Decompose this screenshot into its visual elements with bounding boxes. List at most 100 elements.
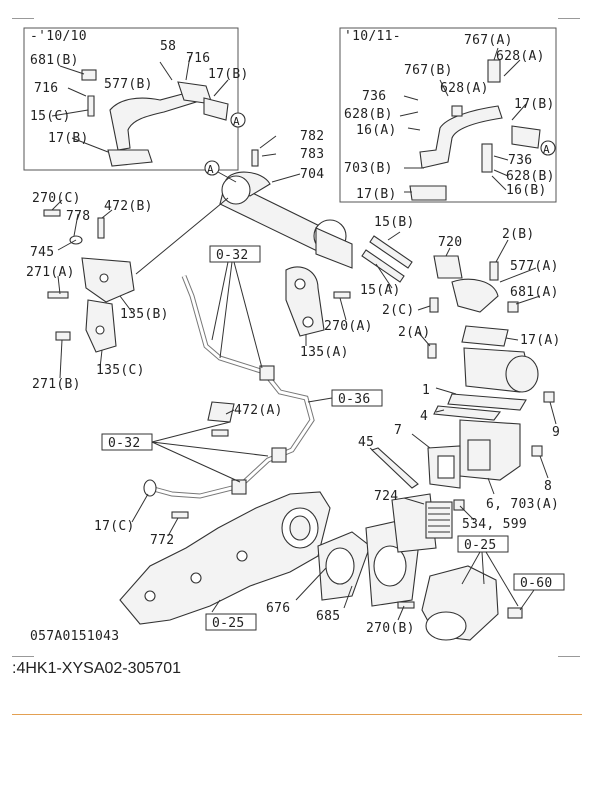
- egr-cooler: A: [204, 135, 353, 269]
- svg-text:0-25: 0-25: [464, 538, 497, 553]
- inset-left: -'10/10 A 58 681(B) 716 716 577(B) 17(B)…: [23, 27, 249, 171]
- svg-text:A: A: [543, 143, 550, 156]
- callout-270a: 270(A): [324, 319, 373, 334]
- divider-rule: [12, 714, 582, 715]
- bracket-group-left: [43, 197, 229, 379]
- callout-270b: 270(B): [366, 621, 415, 636]
- callout-745: 745: [30, 245, 54, 260]
- callout-135c: 135(C): [96, 363, 145, 378]
- gasket-right-inset: [511, 125, 541, 149]
- callout-703b: 703(B): [344, 161, 393, 176]
- callout-17b: 17(B): [356, 187, 397, 202]
- callout-685: 685: [316, 609, 340, 624]
- svg-text:0-36: 0-36: [338, 392, 371, 407]
- corner-mark-top-right: [558, 18, 580, 19]
- callout-17b: 17(B): [514, 97, 555, 112]
- callout-1: 1: [422, 383, 430, 398]
- callout-8: 8: [544, 479, 552, 494]
- callout-577a: 577(A): [510, 259, 559, 274]
- callout-628b: 628(B): [344, 107, 393, 122]
- svg-text:0-25: 0-25: [212, 616, 245, 631]
- callout-6-703a: 6, 703(A): [486, 497, 559, 512]
- gasket-inset: [203, 97, 229, 121]
- inset-right-date: '10/11-: [344, 29, 401, 44]
- egr-pipe-left-inset: [109, 91, 197, 151]
- figure-code: 057A0151043: [30, 629, 119, 644]
- callout-716: 716: [186, 51, 210, 66]
- callout-270c: 270(C): [32, 191, 81, 206]
- stud-16b: [481, 143, 493, 173]
- callout-17a: 17(A): [520, 333, 561, 348]
- callout-17b: 17(B): [208, 67, 249, 82]
- callout-720: 720: [438, 235, 462, 250]
- callout-45: 45: [358, 435, 374, 450]
- callout-628a: 628(A): [496, 49, 545, 64]
- callout-783: 783: [300, 147, 324, 162]
- callout-58: 58: [160, 39, 176, 54]
- inset-left-date: -'10/10: [30, 29, 87, 44]
- callout-135a: 135(A): [300, 345, 349, 360]
- callout-472b: 472(B): [104, 199, 153, 214]
- ref-box-0-32: [209, 245, 261, 263]
- callout-778: 778: [66, 209, 90, 224]
- svg-text:0-60: 0-60: [520, 576, 553, 591]
- water-pipes: [143, 275, 315, 519]
- callout-4: 4: [420, 409, 428, 424]
- callout-2b: 2(B): [502, 227, 535, 242]
- diagram-caption: :4HK1-XYSA02-305701: [12, 660, 181, 677]
- callout-15a: 15(A): [360, 283, 401, 298]
- callout-16b: 16(B): [506, 183, 547, 198]
- ref-box-0-25: [457, 535, 509, 553]
- callout-767a: 767(A): [464, 33, 513, 48]
- callout-736: 736: [362, 89, 386, 104]
- intake-manifold: [119, 491, 331, 625]
- callout-724: 724: [374, 489, 398, 504]
- callout-716: 716: [34, 81, 58, 96]
- callout-17c: 17(C): [94, 519, 135, 534]
- corner-mark-bottom-left: [12, 656, 34, 657]
- callout-15b: 15(B): [374, 215, 415, 230]
- exploded-parts-diagram: -'10/10 A 58 681(B) 716 716 577(B) 17(B)…: [23, 27, 565, 644]
- corner-mark-bottom-right: [558, 656, 580, 657]
- ref-box-0-60: [513, 573, 565, 591]
- callout-472a: 472(A): [234, 403, 283, 418]
- callout-782: 782: [300, 129, 324, 144]
- callout-681b: 681(B): [30, 53, 79, 68]
- callout-628a: 628(A): [440, 81, 489, 96]
- stud-inset: [87, 95, 95, 117]
- throttle-assembly: [295, 493, 523, 641]
- callout-577b: 577(B): [104, 77, 153, 92]
- callout-681a: 681(A): [510, 285, 559, 300]
- svg-text:A: A: [207, 163, 214, 176]
- callout-17b: 17(B): [48, 131, 89, 146]
- corner-mark-top-left: [12, 18, 34, 19]
- callout-2c: 2(C): [382, 303, 415, 318]
- callout-271b: 271(B): [32, 377, 81, 392]
- callout-772: 772: [150, 533, 174, 548]
- callout-676: 676: [266, 601, 290, 616]
- svg-text:0-32: 0-32: [108, 436, 141, 451]
- svg-text:A: A: [233, 115, 240, 128]
- callout-2a: 2(A): [398, 325, 431, 340]
- callout-9: 9: [552, 425, 560, 440]
- callout-534-599: 534, 599: [462, 517, 527, 532]
- callout-135b: 135(B): [120, 307, 169, 322]
- callout-7: 7: [394, 423, 402, 438]
- egr-valve-flange-group: [361, 231, 557, 425]
- callout-16a: 16(A): [356, 123, 397, 138]
- marker-a-left: [230, 112, 246, 128]
- callout-271a: 271(A): [26, 265, 75, 280]
- callout-628b: 628(B): [506, 169, 555, 184]
- callout-767b: 767(B): [404, 63, 453, 78]
- flange-left-inset: [107, 149, 153, 167]
- callout-704: 704: [300, 167, 324, 182]
- washer-628a: [451, 105, 463, 117]
- svg-text:0-32: 0-32: [216, 248, 249, 263]
- nut-681b-inset: [81, 69, 97, 81]
- callout-15c: 15(C): [30, 109, 71, 124]
- inset-right: '10/11- A 767(A) 628(A) 767(B) 736 628(A…: [339, 27, 557, 203]
- callout-736: 736: [508, 153, 532, 168]
- flange-right-inset: [409, 185, 447, 201]
- bracket-135a: [285, 266, 351, 346]
- ref-box-0-25: [205, 613, 257, 631]
